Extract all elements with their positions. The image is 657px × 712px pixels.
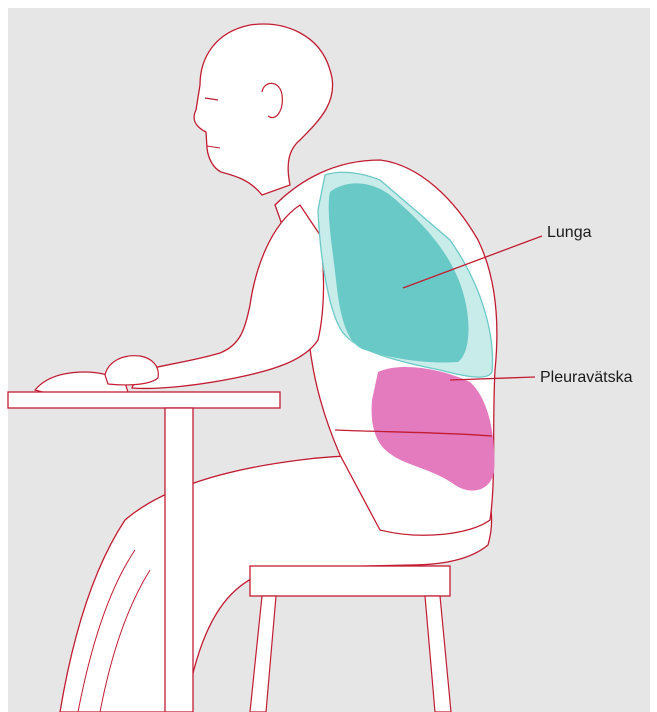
pleural-fluid-label: Pleuravätska — [540, 370, 633, 386]
stool-seat — [250, 566, 450, 596]
lung-label: Lunga — [547, 225, 592, 241]
table-leg — [165, 408, 193, 712]
table-top — [8, 392, 280, 408]
